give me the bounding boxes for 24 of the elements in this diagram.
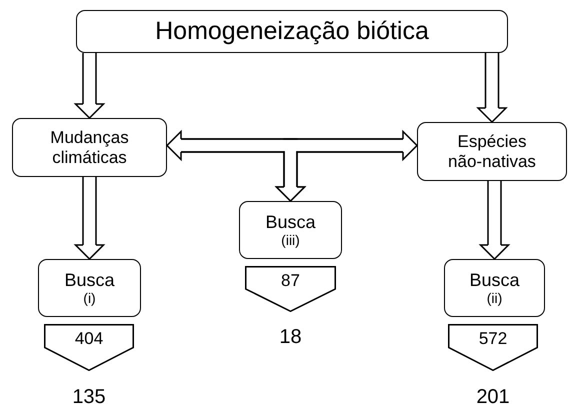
node-label: Busca <box>265 212 316 232</box>
process-box <box>444 259 545 317</box>
node-label: (ii) <box>486 290 502 306</box>
count-label: 18 <box>278 326 303 349</box>
node-label: 404 <box>74 329 104 349</box>
node-label: 87 <box>281 271 300 291</box>
process-box <box>417 122 567 181</box>
node-label: (i) <box>83 290 96 306</box>
node-label: (iii) <box>281 232 300 248</box>
count-pentagon <box>245 266 336 312</box>
node-label: Mudanças climáticas <box>49 128 130 168</box>
node-label: Busca <box>469 270 520 290</box>
process-box <box>38 259 141 317</box>
node-label: Homogeneização biótica <box>155 17 429 46</box>
node-label: Espécies não-nativas <box>447 132 537 172</box>
process-box <box>12 118 167 177</box>
count-pentagon <box>448 324 538 371</box>
node-label: 572 <box>478 329 508 349</box>
count-label: 135 <box>71 386 107 409</box>
process-box <box>76 10 508 53</box>
node-label: Busca <box>64 270 115 290</box>
count-pentagon <box>44 324 134 371</box>
count-label: 201 <box>475 386 511 409</box>
process-box <box>239 201 342 259</box>
